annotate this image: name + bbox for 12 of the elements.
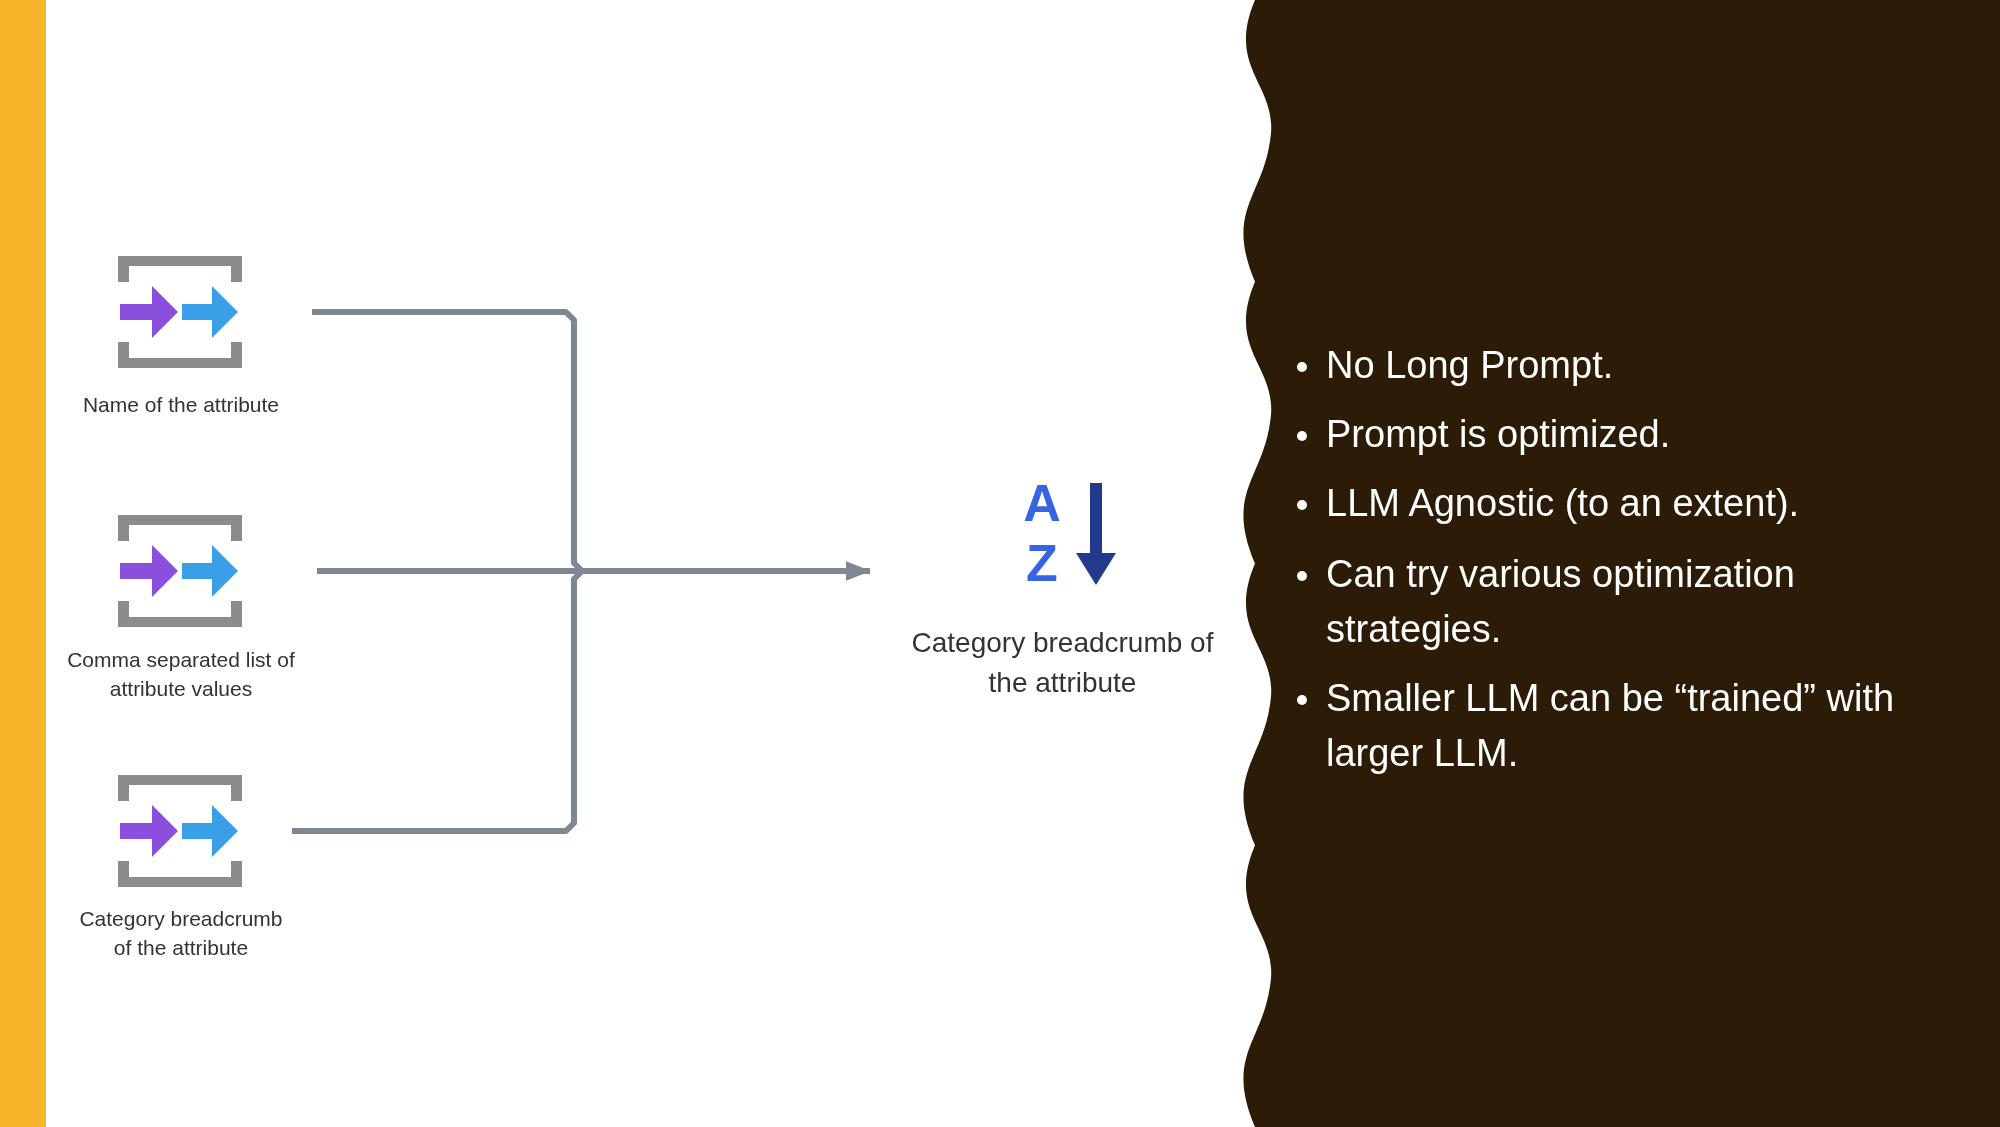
node-label: Comma separated list of attribute values — [66, 647, 296, 702]
node-label: Category breadcrumb of the attribute — [78, 906, 284, 961]
bullet-text: Can try various optimization strategies. — [1326, 552, 1796, 652]
node-label: Category breadcrumb of the attribute — [910, 626, 1215, 700]
bullet-text: Smaller LLM can be “trained” with larger LLM. — [1326, 676, 1896, 776]
bullet-text: Prompt is optimized. — [1326, 412, 1672, 457]
sort-letter: Z — [1025, 535, 1059, 591]
sort-letter: A — [1022, 475, 1062, 531]
bullet-text: LLM Agnostic (to an extent). — [1326, 481, 1801, 526]
connector-arrow — [292, 561, 870, 834]
bullet-text: No Long Prompt. — [1326, 343, 1615, 388]
node-label: Name of the attribute — [81, 392, 281, 418]
